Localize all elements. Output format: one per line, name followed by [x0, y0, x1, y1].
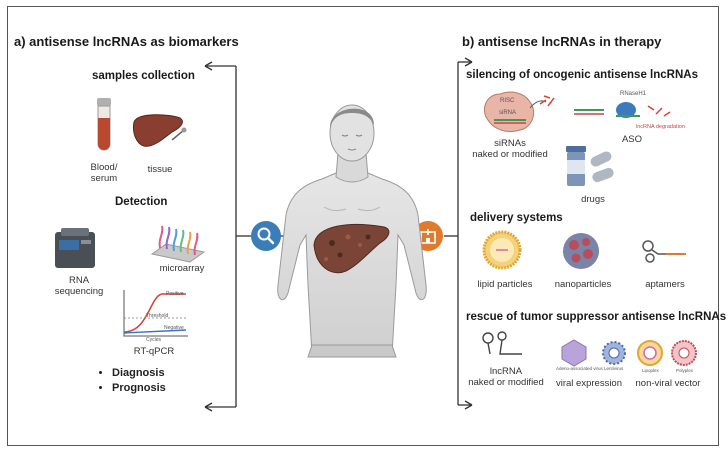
rnaseh1-enzyme-icon: [616, 102, 671, 118]
nanoparticle-icon: [563, 233, 599, 269]
risc-text: RISC: [500, 98, 515, 104]
lncrna-hairpin-icon: [482, 331, 522, 355]
viral-vectors-icon: [561, 339, 626, 367]
samples-collection-heading: samples collection: [92, 70, 195, 82]
diagnosis-item: Diagnosis: [112, 366, 166, 381]
aptamers-label: aptamers: [645, 279, 685, 290]
degradation-text: lncRNA degradation: [636, 124, 685, 130]
figure-frame: [7, 6, 719, 446]
nanoparticles-label: nanoparticles: [554, 279, 612, 290]
detection-heading: Detection: [115, 196, 168, 208]
drugs-label: drugs: [581, 194, 605, 205]
viral-expression-label: viral expression: [556, 378, 622, 389]
microarray-label: microarray: [159, 263, 205, 274]
silencing-heading: silencing of oncogenic antisense lncRNAs: [466, 69, 698, 81]
tissue-label: tissue: [147, 164, 173, 175]
qpcr-positive-label: Positive: [166, 291, 184, 297]
lncrna-label: lncRNA naked or modified: [468, 366, 544, 388]
non-viral-vectors-icon: [637, 340, 697, 366]
qpcr-threshold-label: Threshold: [146, 313, 169, 319]
blood-serum-label: Blood/ serum: [90, 162, 118, 184]
right-panel-title: b) antisense lncRNAs in therapy: [462, 34, 662, 49]
lentivirus-tiny-label: Lentivirus: [604, 366, 624, 371]
sirna-text: siRNA: [499, 110, 517, 116]
polyplex-tiny-label: Polyplex: [676, 368, 694, 373]
qpcr-x-axis-label: Cycles: [146, 337, 162, 343]
lipid-particle-icon: [482, 230, 522, 270]
prognosis-item: Prognosis: [112, 381, 166, 396]
non-viral-vector-label: non-viral vector: [635, 378, 701, 389]
sirnas-label: siRNAs naked or modified: [472, 138, 548, 160]
human-body-figure: [277, 104, 427, 358]
blood-tube-icon: [97, 98, 111, 151]
rt-qpcr-label: RT-qPCR: [133, 346, 175, 357]
aav-tiny-label: Adeno-associated virus: [556, 366, 603, 371]
rescue-heading: rescue of tumor suppressor antisense lnc…: [466, 311, 727, 323]
aso-strand-icon: [574, 109, 604, 115]
microarray-icon: [150, 225, 206, 263]
aptamer-icon: [642, 240, 686, 263]
left-panel-title: a) antisense lncRNAs as biomarkers: [14, 34, 239, 49]
drugs-icon: [566, 146, 614, 186]
magnifier-search-icon: [251, 221, 281, 251]
outcomes-list: Diagnosis Prognosis: [98, 366, 166, 396]
rna-fragments-icon: [539, 95, 555, 107]
delivery-heading: delivery systems: [470, 212, 563, 224]
sequencer-machine-icon: [55, 228, 95, 268]
lipid-particles-label: lipid particles: [477, 279, 533, 290]
risc-complex-icon: [484, 91, 547, 133]
rnaseh1-text: RNaseH1: [620, 91, 647, 97]
lipoplex-tiny-label: Lipoplex: [642, 368, 659, 373]
qpcr-negative-label: Negative: [164, 325, 184, 331]
liver-tissue-icon: [133, 114, 187, 147]
rna-sequencing-label: RNA sequencing: [54, 275, 104, 297]
rt-qpcr-plot-icon: [123, 290, 188, 337]
aso-label: ASO: [621, 134, 643, 145]
